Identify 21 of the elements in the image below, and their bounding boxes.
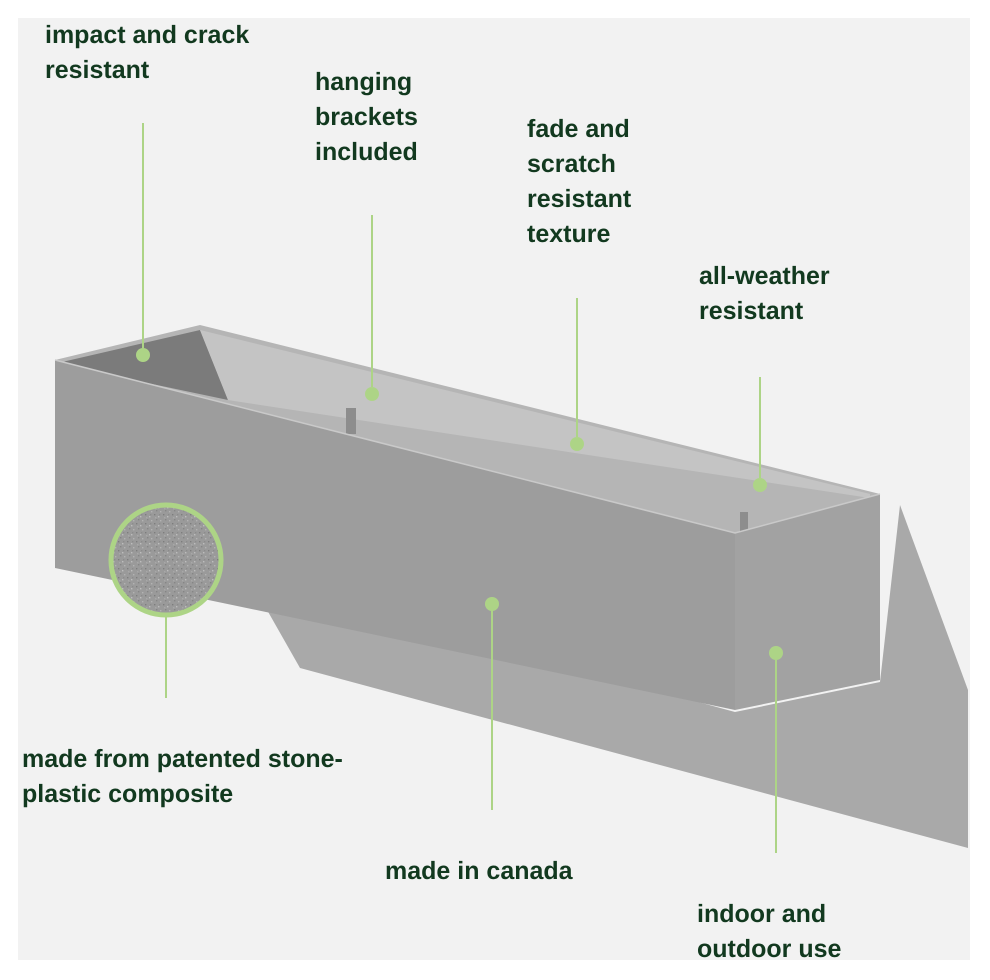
- callout-dot: [485, 597, 499, 611]
- callout-dot: [136, 348, 150, 362]
- leader-line: [576, 298, 578, 437]
- callout-dot: [753, 478, 767, 492]
- leader-line: [165, 615, 167, 698]
- callout-label: made from patented stone-plastic composite: [22, 742, 362, 812]
- callout-dot: [570, 437, 584, 451]
- callout-label: indoor and outdoor use: [697, 897, 882, 967]
- leader-line: [759, 377, 761, 478]
- callout-label: fade and scratch resistant texture: [527, 112, 662, 252]
- callout-label: made in canada: [385, 854, 625, 889]
- callout-label: all-weather resistant: [699, 259, 869, 329]
- callout-label: impact and crack resistant: [45, 18, 260, 88]
- callout-label: hanging brackets included: [315, 65, 445, 170]
- leader-line: [371, 215, 373, 387]
- texture-sample-circle: [108, 502, 224, 618]
- callout-dot: [769, 646, 783, 660]
- leader-line: [775, 660, 777, 853]
- leader-line: [142, 123, 144, 348]
- leader-line: [491, 611, 493, 810]
- callout-dot: [365, 387, 379, 401]
